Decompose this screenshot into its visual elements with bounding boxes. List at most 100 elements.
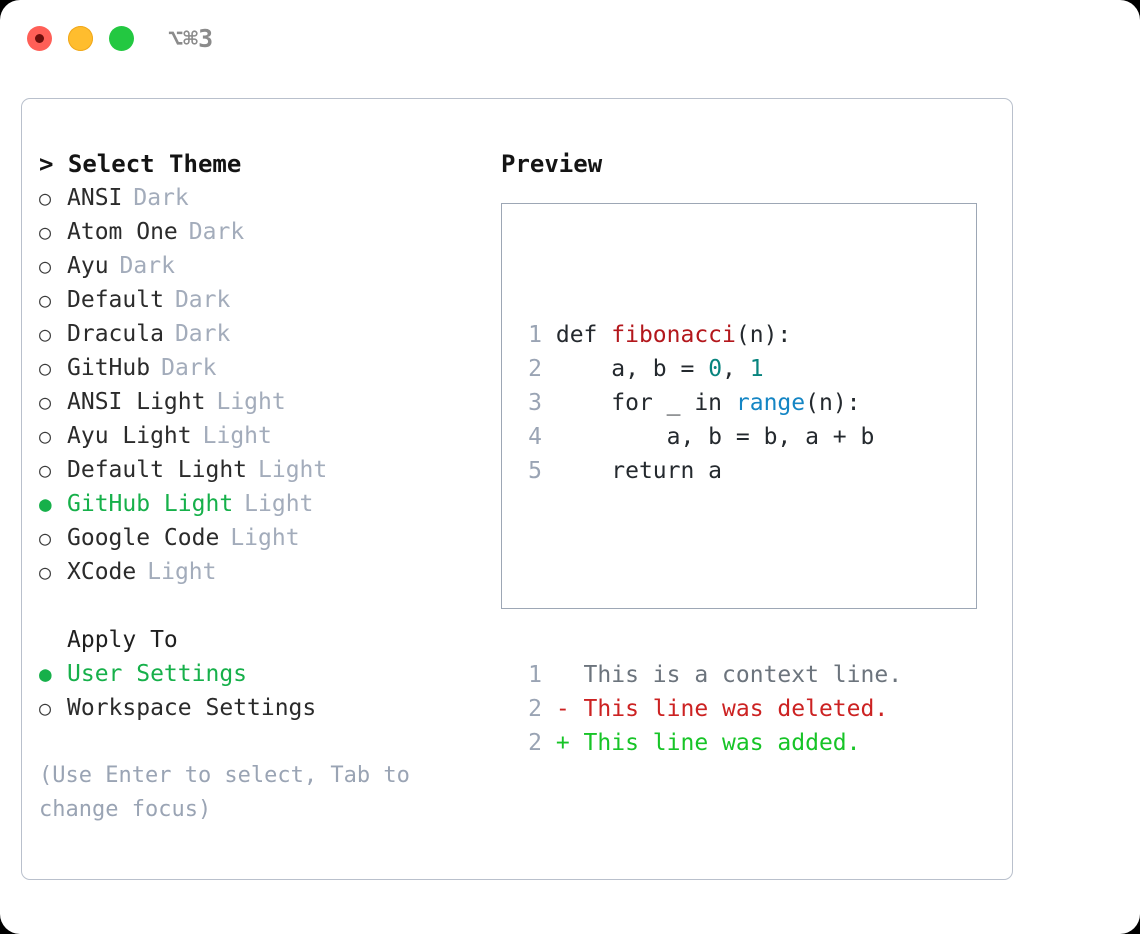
apply-to-option-user-settings[interactable]: ● User Settings (39, 657, 489, 691)
radio-unselected-icon: ○ (39, 560, 52, 584)
code-token: def (555, 322, 612, 348)
line-number: 3 (528, 390, 542, 416)
theme-item-name: ANSI Light (67, 389, 206, 415)
radio-unselected-icon: ○ (39, 220, 52, 244)
select-theme-heading: > Select Theme (39, 150, 242, 178)
radio-unselected-icon: ○ (39, 186, 52, 210)
theme-item-variant: Light (230, 525, 300, 551)
line-number: 1 (528, 322, 542, 348)
gutter-space (542, 322, 556, 348)
theme-item-name: GitHub Light (67, 491, 234, 517)
gutter-space (542, 356, 556, 382)
code-token: a, b = b, a + b (555, 424, 875, 450)
gutter-space (542, 458, 556, 484)
theme-item-atom-one[interactable]: ○ Atom One Dark (39, 215, 489, 249)
line-number: 4 (528, 424, 542, 450)
preview-panel: Preview 1 def fibonacci(n):2 a, b = 0, 1… (501, 147, 991, 756)
theme-item-variant: Dark (133, 185, 189, 211)
maximize-button[interactable] (109, 26, 134, 51)
diff-line: 1 This is a context line. (516, 658, 902, 692)
theme-item-name: Atom One (67, 219, 178, 245)
code-token: This is a context line. (555, 662, 903, 688)
theme-item-name: GitHub (67, 355, 151, 381)
diff-line: 2 + This line was added. (516, 726, 902, 760)
radio-unselected-icon: ○ (39, 356, 52, 380)
radio-unselected-icon: ○ (39, 424, 52, 448)
line-number: 2 (528, 696, 542, 722)
gutter-space (542, 662, 556, 688)
code-line: 4 a, b = b, a + b (516, 420, 902, 454)
minimize-button[interactable] (68, 26, 93, 51)
code-line: 3 for _ in range(n): (516, 386, 902, 420)
gutter-space (542, 390, 556, 416)
apply-to-options[interactable]: ● User Settings ○ Workspace Settings (39, 657, 489, 725)
theme-item-name: Dracula (67, 321, 164, 347)
radio-unselected-icon: ○ (39, 322, 52, 346)
radio-unselected-icon: ○ (39, 390, 52, 414)
code-token: + This line was added. (555, 730, 861, 756)
code-token: - This line was deleted. (555, 696, 889, 722)
radio-unselected-icon: ○ (39, 288, 52, 312)
apply-to-option-label: User Settings (67, 661, 248, 687)
list-spacer (39, 589, 489, 623)
theme-item-variant: Dark (161, 355, 217, 381)
line-number: 2 (528, 730, 542, 756)
keyboard-shortcut-label: ⌥⌘3 (168, 24, 214, 53)
code-token: , (722, 356, 750, 382)
theme-item-ansi-light[interactable]: ○ ANSI Light Light (39, 385, 489, 419)
theme-item-github-light[interactable]: ● GitHub Light Light (39, 487, 489, 521)
theme-item-github[interactable]: ○ GitHub Dark (39, 351, 489, 385)
gutter-space (542, 730, 556, 756)
code-blank-line (516, 556, 902, 590)
theme-item-variant: Dark (119, 253, 175, 279)
theme-item-variant: Light (244, 491, 314, 517)
line-number: 5 (528, 458, 542, 484)
theme-item-variant: Light (258, 457, 328, 483)
radio-selected-icon: ● (39, 492, 52, 516)
theme-item-dracula[interactable]: ○ Dracula Dark (39, 317, 489, 351)
code-token: (n): (735, 322, 792, 348)
theme-item-name: Ayu Light (67, 423, 192, 449)
code-token: 0 (708, 356, 723, 382)
radio-selected-icon: ● (39, 662, 52, 686)
radio-unselected-icon: ○ (39, 696, 52, 720)
keyboard-hint-text: (Use Enter to select, Tab to change focu… (39, 763, 410, 822)
code-token: 1 (749, 356, 764, 382)
gutter-space (542, 696, 556, 722)
theme-item-variant: Dark (174, 321, 231, 347)
apply-to-option-label: Workspace Settings (67, 695, 317, 721)
title-bar: ⌥⌘3 (0, 0, 1140, 78)
line-number: 1 (528, 662, 542, 688)
radio-unselected-icon: ○ (39, 526, 52, 550)
code-line: 1 def fibonacci(n): (516, 318, 902, 352)
theme-item-variant: Light (147, 559, 217, 585)
window-controls (27, 26, 134, 51)
code-token: for _ in (555, 390, 736, 416)
apply-to-option-workspace-settings[interactable]: ○ Workspace Settings (39, 691, 489, 725)
code-token: (n): (805, 390, 861, 416)
close-button[interactable] (27, 26, 52, 51)
radio-unselected-icon: ○ (39, 254, 52, 278)
code-token: a, b = (555, 356, 709, 382)
code-token: fibonacci (611, 322, 736, 348)
apply-to-heading: Apply To (67, 627, 178, 653)
theme-item-variant: Light (216, 389, 286, 415)
theme-item-variant: Dark (188, 219, 245, 245)
theme-item-name: Default (67, 287, 164, 313)
code-line: 5 return a (516, 454, 902, 488)
code-token: range (735, 390, 806, 416)
gutter-space (542, 424, 556, 450)
